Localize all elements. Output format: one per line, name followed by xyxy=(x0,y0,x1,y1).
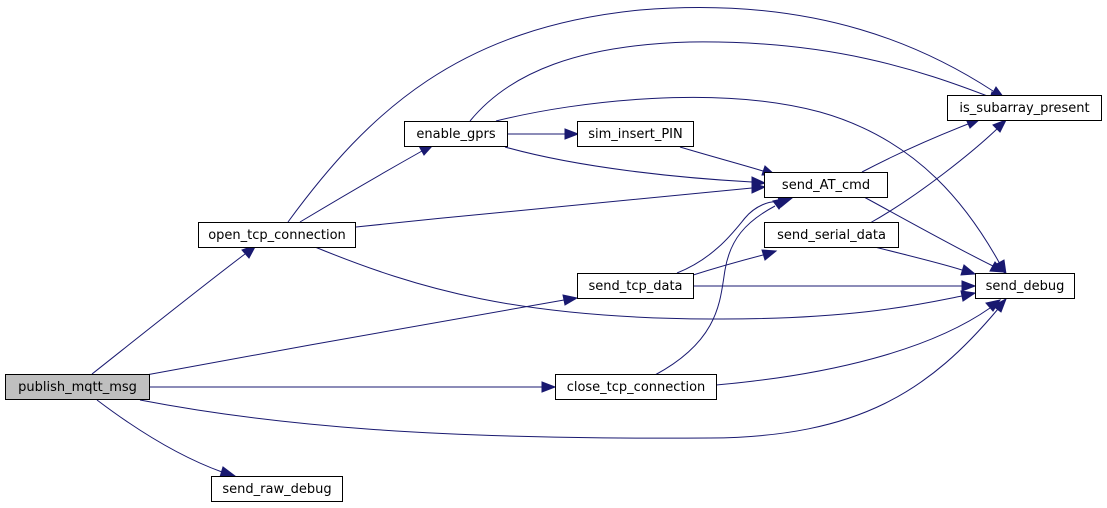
edge-send_AT_cmd-send_debug xyxy=(863,196,994,267)
edge-send_serial_data-send_debug xyxy=(874,246,963,271)
node-publish_mqtt_msg: publish_mqtt_msg xyxy=(5,374,150,400)
edge-close_tcp_connection-send_AT_cmd xyxy=(654,205,776,376)
edge-open_tcp_connection-enable_gprs xyxy=(299,150,423,223)
node-send_debug[interactable]: send_debug xyxy=(975,273,1075,299)
edge-enable_gprs-is_subarray_present xyxy=(469,41,991,122)
arrowhead xyxy=(960,290,977,302)
node-sim_insert_PIN[interactable]: sim_insert_PIN xyxy=(577,121,694,147)
node-open_tcp_connection[interactable]: open_tcp_connection xyxy=(198,222,356,248)
arrowhead xyxy=(992,297,1007,313)
node-send_AT_cmd[interactable]: send_AT_cmd xyxy=(764,172,888,198)
edge-publish_mqtt_msg-send_tcp_data xyxy=(145,299,565,376)
arrowhead xyxy=(960,264,977,276)
edge-open_tcp_connection-is_subarray_present xyxy=(287,7,994,223)
arrowhead xyxy=(564,128,580,140)
node-close_tcp_connection[interactable]: close_tcp_connection xyxy=(555,374,717,400)
arrowhead xyxy=(541,381,557,393)
arrowhead xyxy=(761,249,778,261)
node-send_raw_debug[interactable]: send_raw_debug xyxy=(211,476,343,502)
edge-enable_gprs-send_AT_cmd xyxy=(504,146,753,183)
edge-close_tcp_connection-send_debug xyxy=(715,307,991,386)
edge-open_tcp_connection-send_debug xyxy=(314,246,963,320)
edge-sim_insert_PIN-send_AT_cmd xyxy=(679,146,764,172)
node-enable_gprs[interactable]: enable_gprs xyxy=(404,121,508,147)
edge-publish_mqtt_msg-open_tcp_connection xyxy=(91,253,246,375)
edge-send_tcp_data-send_serial_data xyxy=(689,254,764,277)
edge-enable_gprs-send_debug xyxy=(495,96,1001,265)
arrowhead xyxy=(985,299,1002,312)
edge-send_tcp_data-send_AT_cmd xyxy=(676,201,781,274)
node-is_subarray_present[interactable]: is_subarray_present xyxy=(947,95,1102,121)
arrowhead xyxy=(992,119,1008,133)
arrowhead xyxy=(751,176,767,188)
node-send_serial_data[interactable]: send_serial_data xyxy=(764,222,899,248)
edge-publish_mqtt_msg-send_debug xyxy=(139,308,999,439)
arrowhead xyxy=(989,261,1006,273)
arrowhead xyxy=(772,197,789,210)
edge-send_serial_data-is_subarray_present xyxy=(869,127,999,224)
edge-publish_mqtt_msg-send_raw_debug xyxy=(96,399,223,473)
arrowhead xyxy=(562,294,579,306)
edge-open_tcp_connection-send_AT_cmd xyxy=(355,187,753,228)
arrowhead xyxy=(961,280,977,292)
node-send_tcp_data[interactable]: send_tcp_data xyxy=(577,273,694,299)
edge-send_AT_cmd-is_subarray_present xyxy=(861,123,969,173)
